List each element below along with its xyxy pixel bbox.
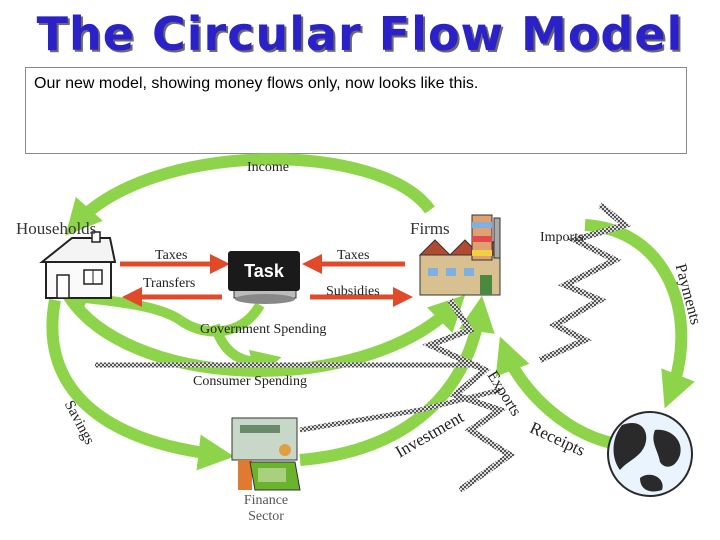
- transfers-label: Transfers: [143, 276, 196, 291]
- task-button[interactable]: Task: [228, 251, 300, 291]
- consumer-spending-arrow: [59, 287, 466, 377]
- savings-arrow: [46, 298, 235, 471]
- finance-sector-line2: Sector: [248, 509, 284, 524]
- finance-zigzag: [299, 387, 501, 433]
- government-spending-label: Government Spending: [200, 322, 327, 337]
- imports-label: Imports: [540, 230, 584, 245]
- investment-arrow: [299, 295, 495, 466]
- finance-sector-line1: Finance: [243, 493, 289, 508]
- government-to-consumer-arrow: [210, 323, 282, 379]
- firms-label: Firms: [410, 219, 450, 238]
- caption-box: Our new model, showing money flows only,…: [25, 67, 687, 154]
- finance-sector-label: Finance Sector: [236, 493, 296, 525]
- income-arrow: [65, 153, 435, 236]
- subsidies-label: Subsidies: [326, 284, 380, 299]
- money-machine-icon: [231, 417, 301, 491]
- income-label: Income: [247, 160, 289, 175]
- receipts-arrow: [495, 336, 626, 451]
- imports-zigzag: [538, 202, 632, 363]
- factory-icon: [418, 214, 501, 296]
- households-label: Households: [16, 219, 97, 238]
- taxes-left-label: Taxes: [155, 248, 188, 263]
- diagram-title: The Circular Flow Model: [36, 7, 684, 61]
- house-icon: [39, 231, 117, 299]
- exports-zigzag: [422, 298, 516, 493]
- taxes-right-label: Taxes: [337, 248, 370, 263]
- consumer-spending-label: Consumer Spending: [193, 374, 307, 389]
- caption-text: Our new model, showing money flows only,…: [34, 75, 479, 92]
- globe-icon: [607, 411, 693, 497]
